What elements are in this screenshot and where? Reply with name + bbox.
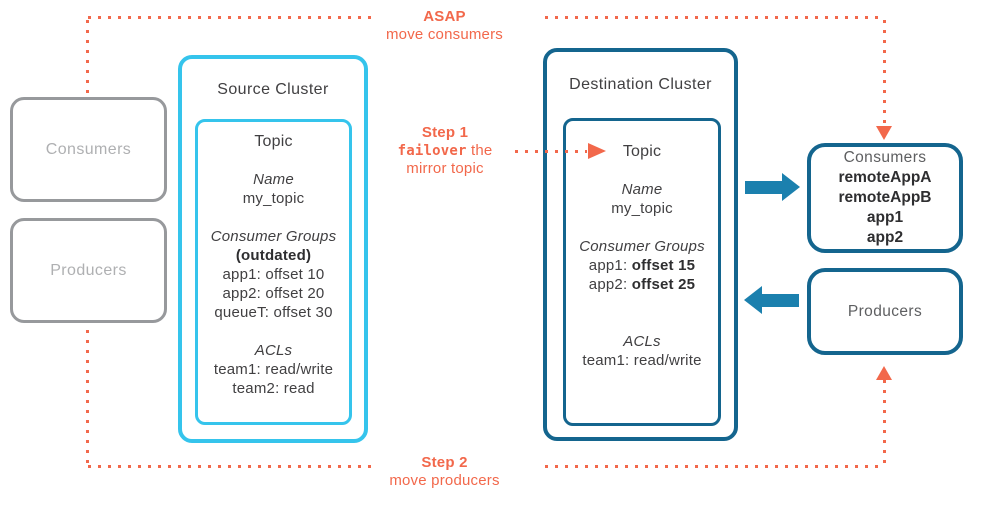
consumer-app: app2 [866, 229, 904, 246]
source-topic-title: Topic [254, 133, 293, 150]
right-consumers-box: Consumers remoteAppA remoteAppB app1 app… [807, 143, 963, 253]
asap-title: ASAP [423, 8, 466, 25]
destination-topic-groups-label: Consumer Groups [579, 238, 705, 255]
arrow-shaft [762, 293, 799, 307]
source-topic-box [195, 119, 352, 425]
source-topic-group-row: app1: offset 10 [222, 266, 325, 283]
asap-line-right-vertical [883, 20, 886, 126]
group-offset: offset 25 [631, 276, 696, 293]
up-arrowhead-icon [876, 366, 892, 380]
source-cluster-label: Source Cluster [217, 81, 329, 98]
source-topic-groups-note: (outdated) [235, 247, 312, 264]
arrow-head [744, 286, 762, 314]
step2-subtitle: move producers [389, 472, 500, 489]
step1-annotation: Step 1 failover the mirror topic [380, 124, 510, 178]
asap-line-left-vertical [86, 20, 89, 96]
arrow-head [782, 173, 800, 201]
consumer-app: remoteAppA [838, 169, 932, 186]
asap-line-right-horizontal [545, 16, 885, 19]
source-topic-acl-row: team2: read [232, 380, 315, 397]
spacer [563, 218, 721, 237]
asap-line-left-horizontal [88, 16, 372, 19]
step2-line-right-horizontal [545, 465, 884, 468]
step2-line-right-vertical [883, 380, 886, 466]
source-topic-content: Topic Name my_topic Consumer Groups (out… [195, 132, 352, 398]
destination-topic-title: Topic [622, 143, 662, 160]
source-topic-groups-label: Consumer Groups [210, 228, 337, 245]
step2-annotation: Step 2 move producers [372, 454, 517, 490]
down-arrowhead-icon [876, 126, 892, 140]
spacer [563, 161, 721, 180]
step1-code: failover [397, 143, 467, 159]
spacer [563, 294, 721, 313]
consumer-app: app1 [866, 209, 904, 226]
source-topic-name-label: Name [253, 171, 294, 188]
destination-cluster-label: Destination Cluster [569, 76, 712, 93]
source-topic-group-row: app2: offset 20 [222, 285, 325, 302]
arrow-shaft [745, 180, 782, 194]
destination-topic-content: Topic Name my_topic Consumer Groups app1… [563, 142, 721, 370]
asap-annotation: ASAP move consumers [372, 8, 517, 44]
right-producers-box: Producers [807, 268, 963, 355]
left-consumers-label: Consumers [45, 140, 132, 158]
spacer [195, 322, 352, 341]
spacer [195, 151, 352, 170]
source-topic-group-row: queueT: offset 30 [214, 304, 333, 321]
source-topic-acls-label: ACLs [254, 342, 293, 359]
group-offset: offset 15 [631, 257, 696, 274]
destination-topic-group-row: app1: offset 15 [563, 256, 721, 275]
spacer [563, 313, 721, 332]
left-producers-box: Producers [10, 218, 167, 323]
right-consumers-label: Consumers [843, 149, 927, 166]
source-topic-acl-row: team1: read/write [213, 361, 334, 378]
step1-line2: mirror topic [406, 160, 484, 177]
destination-topic-group-row: app2: offset 25 [563, 275, 721, 294]
consume-flow-arrow-right-icon [745, 173, 800, 201]
destination-topic-name-label: Name [621, 181, 663, 198]
group-name: app1: [588, 257, 632, 274]
destination-topic-box [563, 118, 721, 426]
step1-dotted-line [515, 150, 587, 153]
consumer-app: remoteAppB [838, 189, 932, 206]
step2-title: Step 2 [421, 454, 468, 471]
produce-flow-arrow-left-icon [744, 286, 799, 314]
step1-line1: failover the [380, 142, 510, 160]
asap-subtitle: move consumers [385, 26, 503, 43]
destination-topic-name-value: my_topic [611, 200, 673, 217]
spacer [195, 208, 352, 227]
step2-line-left-vertical [86, 330, 89, 466]
source-topic-name-value: my_topic [242, 190, 305, 207]
step1-rest: the [466, 142, 493, 159]
right-producers-label: Producers [847, 302, 923, 320]
group-name: app2: [588, 276, 632, 293]
destination-topic-acls-label: ACLs [623, 333, 661, 350]
destination-topic-acl-row: team1: read/write [582, 352, 702, 369]
step2-line-left-horizontal [88, 465, 372, 468]
left-producers-label: Producers [50, 261, 127, 279]
left-consumers-box: Consumers [10, 97, 167, 202]
step1-title: Step 1 [421, 124, 469, 141]
right-arrowhead-icon [588, 143, 606, 159]
